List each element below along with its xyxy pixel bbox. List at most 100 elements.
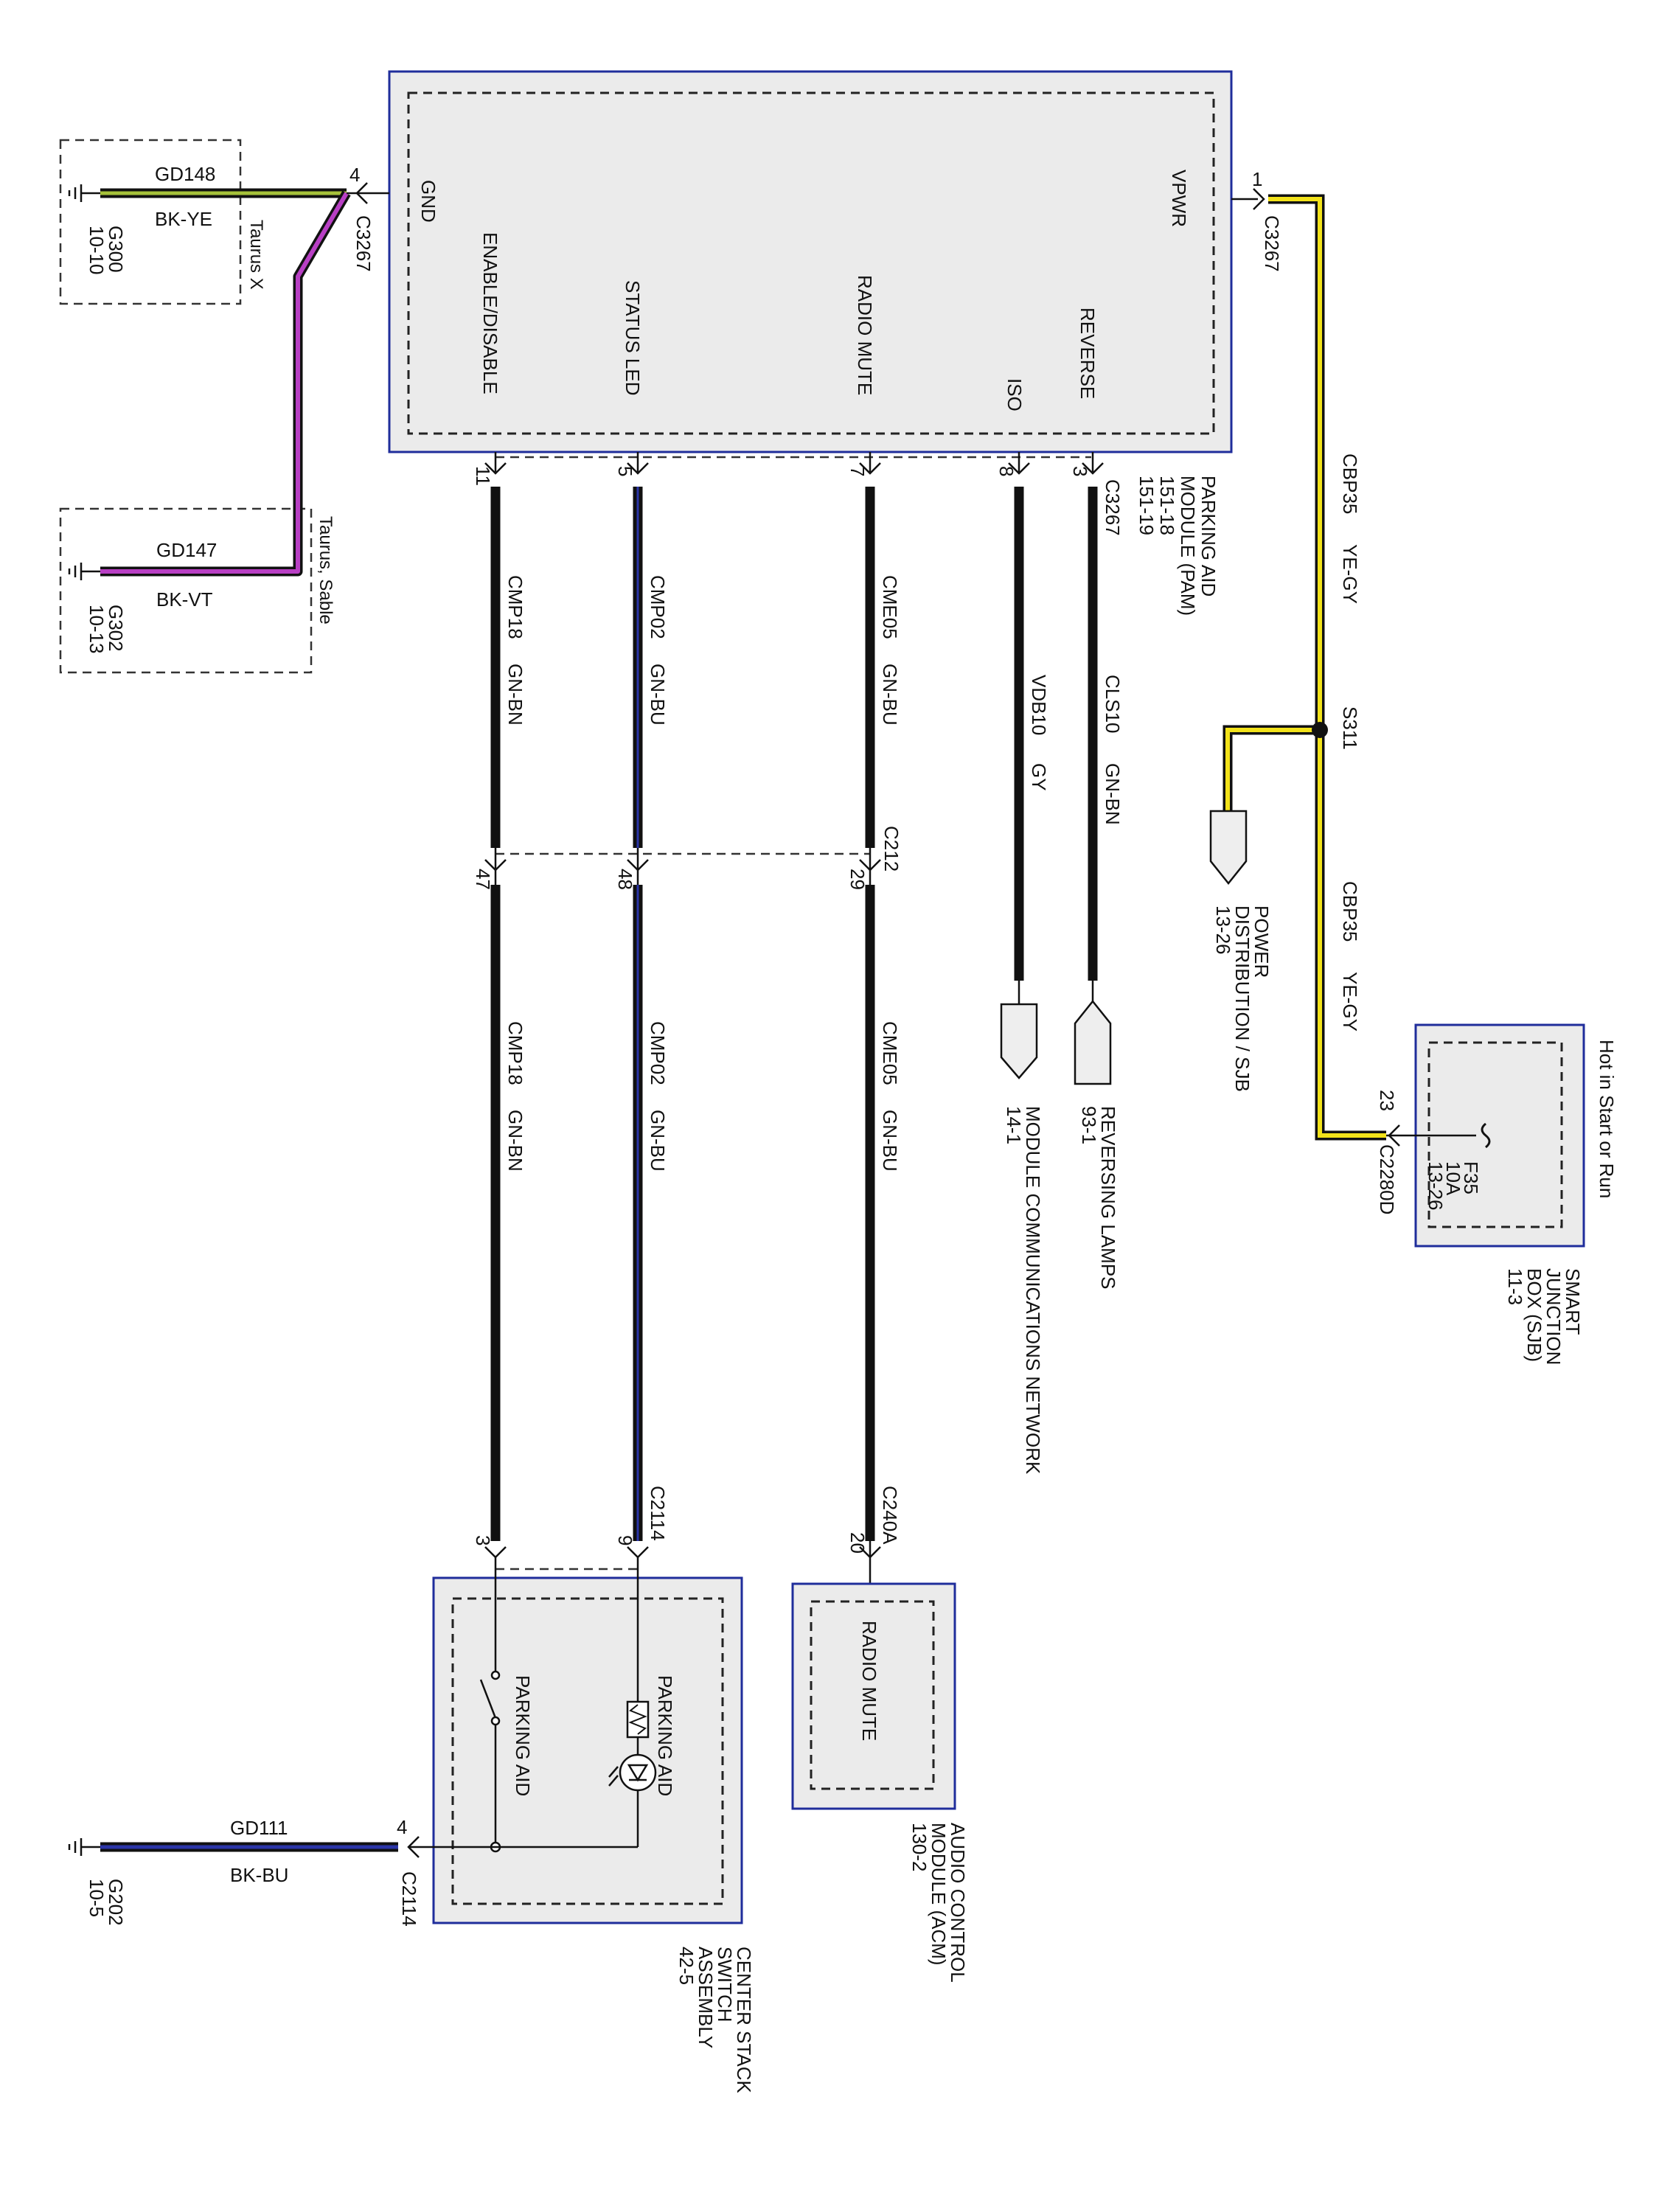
pam-gnd-connector-name: C3267 (352, 215, 375, 272)
cmp02-upper-color: GN-BU (647, 664, 669, 726)
sjb-fuse-amps: 10A (1442, 1161, 1464, 1196)
parking-aid-module: GND VPWR ENABLE/DISABLE STATUS LED RADIO… (388, 70, 1233, 453)
g302-ref: 10-13 (86, 605, 108, 654)
center-stack-border (432, 1576, 743, 1924)
cmp18-lower-circuit: CMP18 (504, 1021, 526, 1085)
ground-g302-icon (68, 563, 100, 580)
g302-note: Taurus, Sable (316, 516, 335, 625)
center-stack-connector: 3 9 C2114 (472, 1486, 669, 1571)
pam-gnd-connector: 4 C3267 (347, 164, 389, 272)
wire-cbp35-outer (1268, 194, 1386, 1141)
center-stack-title2: SWITCH (714, 1947, 736, 2023)
cmp18-upper-color: GN-BN (504, 664, 526, 726)
pam-vpwr-connector-name: C3267 (1261, 215, 1283, 272)
reversing-lamps-ref: 93-1 (1078, 1106, 1100, 1144)
pam-pin-5: 5 (614, 466, 636, 476)
pam-pin-8: 8 (995, 466, 1018, 476)
pin-8-connector-icon (1008, 462, 1030, 475)
vdb10-circuit: VDB10 (1028, 675, 1050, 735)
cmp02-upper-circuit: CMP02 (647, 575, 669, 639)
sjb-note: Hot in Start or Run (1596, 1040, 1618, 1198)
cbp35-upper-color: YE-GY (1339, 544, 1361, 604)
center-stack-gnd-connector: 4 C2114 (397, 1816, 420, 1927)
g300-ref: 10-10 (86, 226, 108, 275)
center-stack-switch-assembly: PARKING AID PARKING AID (409, 1557, 743, 1924)
acm-connector: 20 C240A (846, 1486, 901, 1601)
cme05-lower-circuit: CME05 (879, 1021, 901, 1085)
sjb-title1: SMART (1562, 1268, 1584, 1335)
module-comm-ref: 14-1 (1003, 1106, 1025, 1144)
c2114-pin-4: 4 (397, 1816, 407, 1838)
acm-pin: 20 (846, 1532, 869, 1554)
center-stack-title: CENTER STACK SWITCH ASSEMBLY 42-5 (675, 1947, 755, 2094)
c2114-cmp18-icon (484, 1546, 507, 1559)
g302-option-box (59, 507, 313, 674)
fuse-icon (1481, 1122, 1491, 1149)
pam-title-ref2: 151-19 (1135, 476, 1158, 535)
parking-aid-led-icon (619, 1753, 657, 1792)
pam-pin-enable-label: ENABLE/DISABLE (479, 232, 501, 394)
cmp18-upper-circuit: CMP18 (504, 575, 526, 639)
cmp02-lower-color: GN-BU (647, 1110, 669, 1172)
ground-g302-group: GD147 BK-VT G302 10-13 Taurus, Sable (59, 507, 335, 674)
center-stack-title3: ASSEMBLY (695, 1947, 717, 2048)
pam-title-line1: PARKING AID (1197, 476, 1220, 597)
acm-title: AUDIO CONTROL MODULE (ACM) 130-2 (908, 1823, 969, 1983)
pin-3-connector-icon (1082, 462, 1104, 475)
acm-inner-outline (810, 1600, 935, 1790)
c212-connector: 47 48 29 C212 (472, 826, 902, 890)
reversing-lamps-ref-arrow (1074, 999, 1112, 1085)
pam-title-ref1: 151-18 (1156, 476, 1178, 535)
center-stack-fill (434, 1578, 742, 1923)
wire-s311-branch-outer (1222, 725, 1320, 811)
pam-gnd-pin: 4 (349, 164, 360, 186)
pam-pin-iso-label: ISO (1004, 378, 1026, 411)
g202-ref: 10-5 (86, 1879, 108, 1917)
acm-title1: AUDIO CONTROL (947, 1823, 969, 1983)
c212-pin-48: 48 (614, 869, 636, 890)
c2114-gnd-connector-name: C2114 (398, 1871, 420, 1927)
parking-aid-switch-icon (479, 1679, 497, 1719)
switch-label: PARKING AID (512, 1675, 534, 1796)
g300-note: Taurus X (246, 220, 266, 290)
sjb-fuse-ref: 13-26 (1425, 1161, 1447, 1211)
center-stack-ref: 42-5 (675, 1947, 698, 1985)
pam-vpwr-pin: 1 (1252, 168, 1262, 190)
ground-g202-icon (68, 1838, 100, 1856)
c212-pin-47: 47 (472, 869, 494, 890)
c2114-gnd-icon (407, 1836, 420, 1858)
pam-pin-3: 3 (1069, 466, 1091, 476)
acm-ref: 130-2 (908, 1823, 931, 1872)
c212-name: C212 (880, 826, 902, 872)
cme05-lower-color: GN-BU (879, 1110, 901, 1172)
cmp18-lower-color: GN-BN (504, 1110, 526, 1172)
ground-g300-group: GD148 BK-YE G300 10-10 Taurus X (59, 139, 266, 305)
gd148-color: BK-YE (155, 208, 212, 230)
power-dist-line1: POWER (1251, 905, 1273, 978)
pam-inner-outline (407, 91, 1215, 435)
acm-connector-name: C240A (879, 1486, 901, 1545)
wire-gd147-outer (100, 190, 351, 577)
c2114-pin-3: 3 (472, 1535, 494, 1545)
pam-border (388, 70, 1233, 453)
audio-control-module: RADIO MUTE (791, 1582, 956, 1810)
sjb-inner-outline (1427, 1041, 1563, 1228)
pin-7-connector-icon (859, 462, 881, 475)
sjb-connector: 23 C2280D (1376, 1090, 1400, 1214)
gd148-circuit: GD148 (155, 163, 215, 185)
pam-pin-gnd-label: GND (417, 180, 439, 223)
sjb-connector-name: C2280D (1376, 1144, 1398, 1214)
module-comm-ref-arrow (1000, 1003, 1038, 1079)
c2114-pin-9: 9 (614, 1535, 636, 1545)
power-distribution-label: POWER DISTRIBUTION / SJB 13-26 (1212, 905, 1273, 1092)
g300-name: G300 (105, 226, 127, 273)
cme05-upper-color: GN-BU (879, 664, 901, 726)
power-dist-line2: DISTRIBUTION / SJB (1231, 905, 1253, 1092)
c212-pin-29: 29 (846, 869, 869, 890)
wire-gd147-stripe (100, 192, 349, 574)
ground-g202-group: GD111 BK-BU G202 10-5 (68, 1817, 398, 1926)
pam-output-connectors: 11 5 7 8 3 C3267 (472, 452, 1124, 536)
cbp35-lower-color: YE-GY (1339, 972, 1361, 1032)
smart-junction-box: F35 10A 13-26 Hot in Start or Run (1386, 1023, 1618, 1248)
